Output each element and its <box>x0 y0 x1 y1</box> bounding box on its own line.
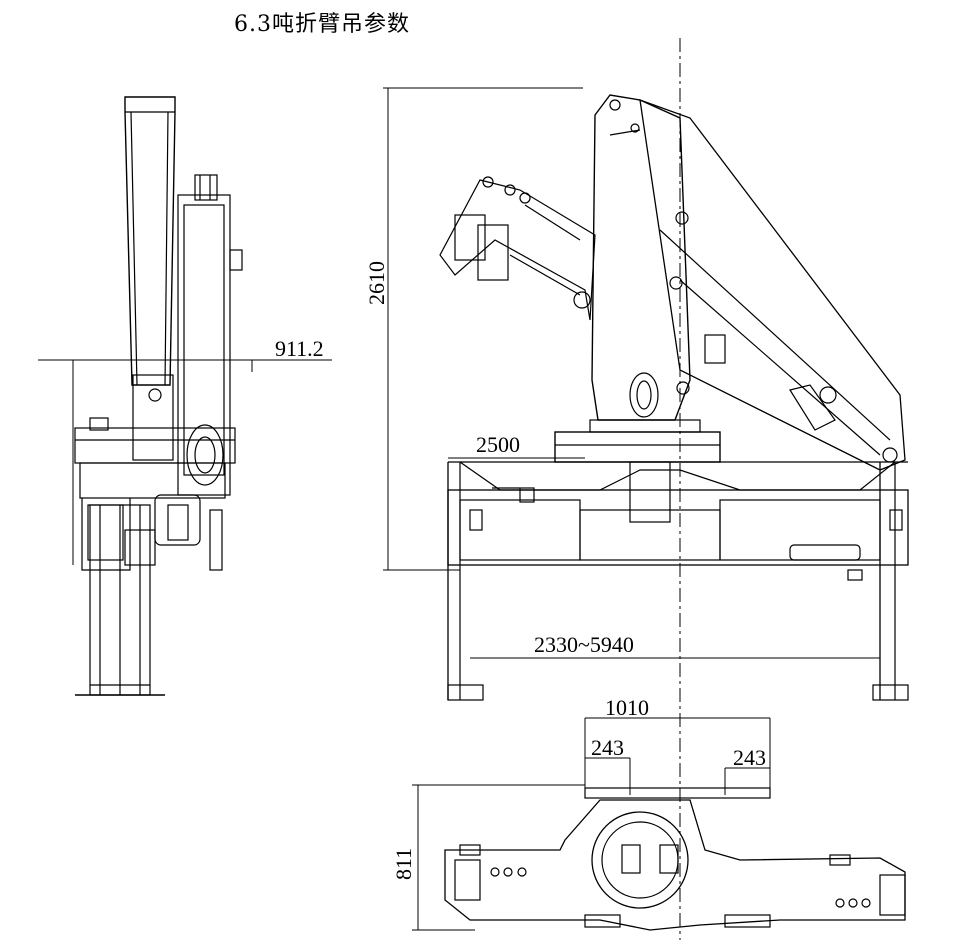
front-view <box>383 87 909 701</box>
base-depth-dimension: 811 <box>391 848 416 880</box>
top-width-dimension: 1010 <box>605 695 649 720</box>
height-dimension: 2610 <box>364 261 389 305</box>
top-view <box>412 717 906 931</box>
bolt-spacing-right-dimension: 243 <box>733 745 766 770</box>
bolt-spacing-left-dimension: 243 <box>591 735 624 760</box>
base-width-dimension: 2500 <box>476 432 520 457</box>
side-view <box>38 96 332 696</box>
side-reach-dimension: 911.2 <box>275 336 324 361</box>
drawing-title: 6.3吨折臂吊参数 <box>234 12 410 37</box>
outrigger-span-dimension: 2330~5940 <box>534 632 634 657</box>
